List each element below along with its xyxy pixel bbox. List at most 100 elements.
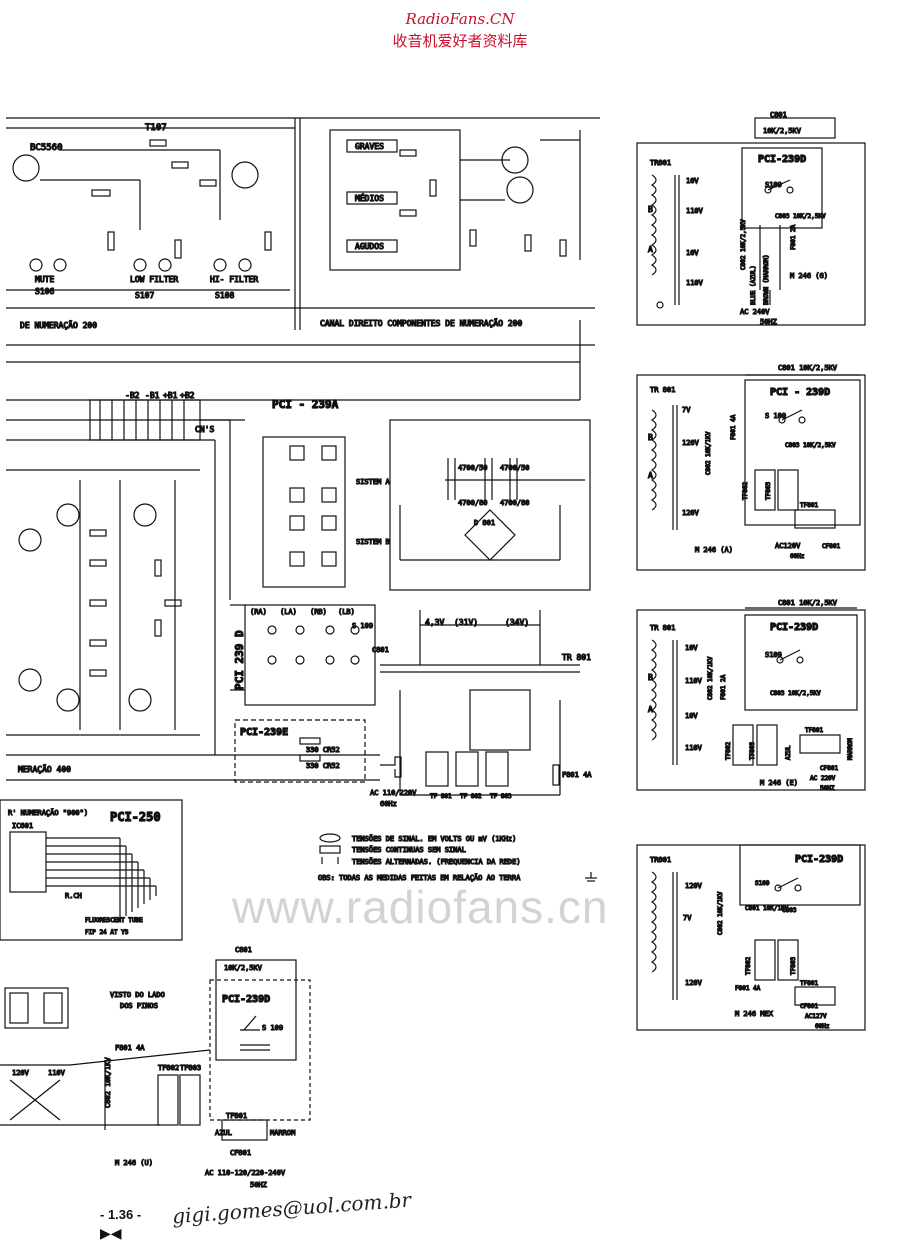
rb3-board: PCI-239D (770, 622, 818, 633)
rb1-ac: AC 240V (740, 308, 770, 316)
rb1-tap-3: 10V (686, 249, 699, 257)
tone-control-section (6, 117, 600, 401)
ic601-chip (9, 831, 47, 893)
rb1-tap-1: 10V (686, 177, 699, 185)
label-visto: VISTO DO LADO (110, 991, 165, 999)
label-numeracao-200: DE NUMERAÇÃO 200 (20, 320, 97, 330)
bottom-tap-2: 110V (48, 1069, 66, 1077)
rb3-tap-4: 110V (685, 744, 703, 752)
rb3-tf803: TF803 (749, 742, 756, 760)
rb2-tf801: TF801 (800, 502, 818, 509)
rb4-model: M 246 MEX (735, 1010, 774, 1018)
bottom-hz: 50HZ (250, 1181, 267, 1189)
rb1-s: S109 (765, 181, 782, 189)
bottom-f801: F801 4A (115, 1044, 145, 1052)
label-rb: (RB) (310, 608, 327, 616)
rb1-fuse: F801 2A (790, 224, 797, 250)
label-medios: MÉDIOS (355, 192, 384, 203)
label-bus-b2p: +B2 (180, 391, 195, 400)
page-number: - 1.36 - (100, 1207, 142, 1222)
rb2-cap2: C802 10K/1KV (705, 431, 712, 475)
label-hi-filter: HI- FILTER (210, 275, 258, 284)
label-c801: C801 (372, 646, 389, 654)
watermark: www.radiofans.cn (232, 881, 609, 933)
site-title: RadioFans.CN (405, 10, 515, 28)
rb2-side-b: B (648, 433, 653, 442)
label-fip: FIP 24 AT YS (85, 929, 129, 936)
label-sistem-b: SISTEM B (356, 538, 390, 546)
rb1-c803: C803 10K/2,5KV (775, 213, 826, 220)
rb3-tf801: TF801 (805, 727, 823, 734)
label-mute: MUTE (35, 275, 54, 284)
rb4-tf801: TF801 (800, 980, 818, 987)
m246-u-section (0, 959, 311, 1141)
label-cap-4: 4700/80 (500, 499, 530, 507)
rb4-ac: AC127V (805, 1013, 827, 1020)
bottom-c801: C801 (235, 946, 252, 954)
bottom-s109: S 109 (262, 1024, 283, 1032)
label-ra: (RA) (250, 608, 267, 616)
rb4-tap-2: 7V (683, 914, 692, 922)
site-subtitle: 收音机爱好者资料库 (392, 32, 528, 50)
rb2-tap-2: 120V (682, 439, 700, 447)
rb2-tap-3: 120V (682, 509, 700, 517)
pci-239d-switch-block (244, 604, 376, 706)
rb3-side-b: B (648, 673, 653, 682)
rb3-cf: CF801 (820, 765, 838, 772)
label-43v: 4,3V (425, 618, 444, 627)
rb4-cap2: C802 10K/1KV (717, 891, 724, 935)
rb2-fuse: F801 4A (730, 414, 737, 440)
rb3-ac: AC 220V (810, 775, 836, 782)
bottom-model: M 246 (U) (115, 1159, 153, 1167)
rb2-ac: AC120V (775, 542, 801, 550)
agudos-pot (346, 239, 398, 253)
bottom-pci-239d: PCI-239D (222, 994, 270, 1005)
rb2-hz: 60Hz (790, 553, 805, 560)
label-s107: S107 (135, 291, 154, 300)
label-graves: GRAVES (355, 142, 384, 151)
label-60hz: 60Hz (380, 800, 397, 808)
rb4-tf802: TF802 (745, 957, 752, 975)
speaker-terminal-block (262, 436, 346, 588)
rb4-c803: C803 (782, 907, 797, 914)
label-low-filter: LOW FILTER (130, 275, 178, 284)
label-s109: S 109 (352, 622, 373, 630)
rb1-cap: C801 (770, 111, 787, 119)
rb3-cap: C801 10K/2,5KV (778, 599, 838, 607)
rb3-wire-azul: AZUL (785, 745, 792, 760)
label-bus-b1p: +B1 (163, 391, 178, 400)
graves-pot (346, 139, 398, 153)
rb3-model: M 246 (E) (760, 779, 798, 787)
rb3-hz: 50HZ (820, 785, 835, 792)
label-d801: D 801 (474, 519, 495, 527)
rb3-tap-3: 10V (685, 712, 698, 720)
bottom-marrom: MARROM (270, 1129, 295, 1137)
rb2-tf802: TF802 (742, 482, 749, 500)
rb4-fuse: F801 4A (735, 985, 761, 992)
rb2-cap: C801 10K/2,5KV (778, 364, 838, 372)
rb4-s: S109 (755, 880, 770, 887)
label-cap-3: 4700/80 (458, 499, 488, 507)
rb3-cap2: C802 10K/1KV (707, 656, 714, 700)
label-tf803: TF 803 (490, 793, 512, 800)
rb3-s: S109 (765, 651, 782, 659)
rb1-cap-rating: 10K/2,5KV (763, 127, 802, 135)
power-amp-section (6, 399, 380, 781)
label-sistem-a: SISTEM A (356, 478, 391, 486)
rb4-tf803: TF803 (790, 957, 797, 975)
rb2-tap-1: 7V (682, 406, 691, 414)
label-pinos: DOS PINOS (120, 1002, 158, 1010)
label-pci-239d-vert: PCI 239 D (233, 630, 246, 690)
label-ac-main: AC 110/220V (370, 789, 417, 797)
rb3-tap-2: 110V (685, 677, 703, 685)
label-rch: R.CH (65, 892, 82, 900)
rb3-side-a: A (648, 705, 653, 714)
label-la: (LA) (280, 608, 297, 616)
label-numeracao-400: MERAÇÃO 400 (18, 764, 71, 774)
label-31v: (31V) (454, 618, 478, 627)
bottom-tf801: TF801 (226, 1112, 247, 1120)
rb4-cap: C801 10K/1KV (745, 905, 789, 912)
rb3-tr: TR 801 (650, 624, 675, 632)
pci-239e-box (234, 719, 366, 783)
